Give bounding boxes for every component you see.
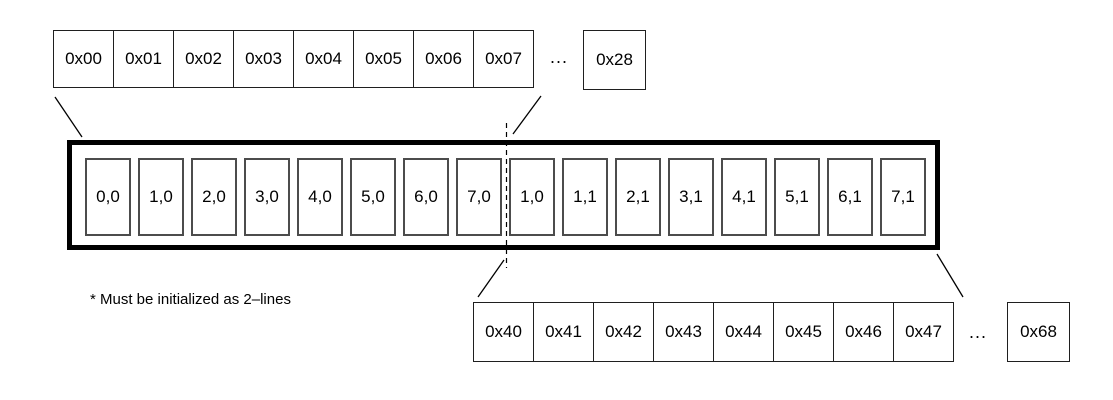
line-buffer-cell: 7,1: [880, 158, 926, 236]
line-buffer-cell: 2,1: [615, 158, 661, 236]
top-address-row: 0x00 0x01 0x02 0x03 0x04 0x05 0x06 0x07: [53, 30, 534, 88]
detached-address-box: 0x28: [583, 30, 646, 90]
address-cell: 0x42: [593, 302, 654, 362]
line-buffer-cell: 1,0: [509, 158, 555, 236]
address-cell: 0x02: [173, 30, 234, 88]
line-buffer-cell: 6,0: [403, 158, 449, 236]
connector-line-top-right: [512, 95, 542, 135]
line-buffer-cell: 0,0: [85, 158, 131, 236]
line-buffer-box: 0,0 1,0 2,0 3,0 4,0 5,0 6,0 7,0 1,0 1,1 …: [67, 140, 940, 250]
address-cell: 0x06: [413, 30, 474, 88]
address-cell: 0x41: [533, 302, 594, 362]
line-buffer-cell: 2,0: [191, 158, 237, 236]
address-cell: 0x45: [773, 302, 834, 362]
line-buffer-cell: 5,0: [350, 158, 396, 236]
top-row-ellipsis: ...: [550, 47, 569, 67]
connector-line-top-left: [54, 96, 83, 138]
address-cell: 0x03: [233, 30, 294, 88]
footnote-text: * Must be initialized as 2–lines: [90, 291, 291, 308]
address-cell: 0x46: [833, 302, 894, 362]
line-buffer-cell: 7,0: [456, 158, 502, 236]
line-buffer-cell: 4,1: [721, 158, 767, 236]
bottom-row-ellipsis: ...: [969, 322, 988, 342]
bottom-address-row: 0x40 0x41 0x42 0x43 0x44 0x45 0x46 0x47: [473, 302, 954, 362]
line-buffer-cell: 6,1: [827, 158, 873, 236]
line-buffer-cell: 4,0: [297, 158, 343, 236]
connector-line-bottom-left: [477, 259, 505, 298]
address-cell: 0x07: [473, 30, 534, 88]
line-buffer-cell: 3,1: [668, 158, 714, 236]
address-cell: 0x47: [893, 302, 954, 362]
address-cell: 0x01: [113, 30, 174, 88]
address-cell: 0x05: [353, 30, 414, 88]
line-buffer-cell: 5,1: [774, 158, 820, 236]
line-buffer-cell: 1,0: [138, 158, 184, 236]
address-cell: 0x40: [473, 302, 534, 362]
detached-address-box: 0x68: [1007, 302, 1070, 362]
address-cell: 0x43: [653, 302, 714, 362]
address-cell: 0x00: [53, 30, 114, 88]
connector-line-bottom-right: [936, 253, 964, 298]
address-cell: 0x04: [293, 30, 354, 88]
address-cell: 0x44: [713, 302, 774, 362]
line-buffer-cell: 1,1: [562, 158, 608, 236]
line-buffer-cell: 3,0: [244, 158, 290, 236]
